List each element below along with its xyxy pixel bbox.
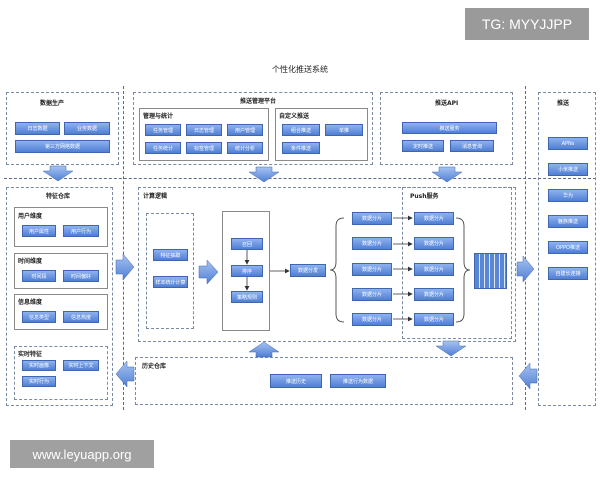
- user-dim-item-1: 用户属性: [22, 225, 56, 237]
- history-box: [135, 357, 513, 405]
- push-behavior-node: 推送行为数据: [330, 374, 386, 388]
- feature-store-box: [6, 187, 113, 406]
- user-dim-item-2: 用户行为: [63, 225, 99, 237]
- push-shard-2: 数据分片: [414, 237, 454, 250]
- channel-3: 华为: [548, 189, 588, 202]
- brace-dispatch: [329, 217, 345, 323]
- push-channels-box: [538, 92, 596, 406]
- push-service-box: [402, 187, 512, 339]
- watermark-top: TG: MYYJJPP: [465, 8, 589, 40]
- push-shard-3: 数据分片: [414, 263, 454, 276]
- push-platform-box: [133, 92, 373, 165]
- push-api-item-1: 推送服务: [402, 122, 497, 134]
- arrow-down-compute: [248, 166, 280, 183]
- push-api-label: 推送API: [435, 100, 459, 107]
- mgmt-item-4: 任务统计: [145, 142, 181, 154]
- time-dim-item-2: 时间偏好: [63, 270, 99, 282]
- mgmt-item-5: 标签管理: [186, 142, 222, 154]
- realtime-item-3: 实时行为: [22, 376, 56, 387]
- business-data-node: 业务数据: [64, 122, 110, 135]
- arrow-right-feature: [115, 253, 135, 281]
- channel-5: OPPO推送: [548, 241, 588, 254]
- info-dim-label: 信息维度: [18, 299, 43, 306]
- mgmt-item-6: 统计分析: [227, 142, 263, 154]
- feature-store-label: 特征仓库: [46, 193, 71, 200]
- push-api-item-2: 定时推送: [402, 140, 444, 152]
- history-label: 历史仓库: [142, 363, 167, 370]
- compute-shard-2: 数据分片: [352, 237, 392, 250]
- mgmt-item-3: 用户管理: [227, 124, 263, 136]
- push-shard-4: 数据分片: [414, 288, 454, 301]
- push-platform-label: 推送管理平台: [240, 98, 277, 105]
- message-queue-icon: [474, 253, 507, 289]
- channel-2: 小米推送: [548, 163, 588, 176]
- third-party-data-node: 第三方网络数据: [15, 140, 110, 153]
- custom-item-1: 组合推送: [282, 124, 320, 136]
- custom-item-2: 单推: [325, 124, 363, 136]
- log-data-node: 日志数据: [15, 122, 60, 135]
- realtime-item-1: 实时画像: [22, 360, 56, 371]
- push-shard-1: 数据分片: [414, 212, 454, 225]
- custom-push-label: 自定义推送: [279, 113, 310, 120]
- push-service-label: Push服务: [410, 193, 439, 200]
- compute-left-box: [146, 213, 194, 329]
- push-history-node: 推送历史: [270, 374, 322, 388]
- compute-box: [138, 187, 516, 342]
- mgmt-item-2: 日志管理: [186, 124, 222, 136]
- time-dim-label: 时间维度: [18, 258, 43, 265]
- compute-shard-1: 数据分片: [352, 212, 392, 225]
- sample-stats-node: 样本统计计算: [153, 276, 188, 288]
- strategy-node: 策略规则: [231, 291, 263, 303]
- realtime-item-2: 实时上下文: [63, 360, 99, 371]
- channel-1: APNs: [548, 137, 588, 150]
- data-production-label: 数据生产: [40, 100, 65, 107]
- feature-extract-node: 特征抽取: [153, 249, 188, 261]
- push-api-item-3: 消息查询: [450, 140, 494, 152]
- data-production-box: [6, 92, 119, 165]
- compute-label: 计算逻辑: [143, 193, 168, 200]
- realtime-box: [14, 346, 108, 400]
- rank-node: 排序: [231, 265, 263, 277]
- divider-right-vertical: [525, 86, 526, 410]
- custom-item-3: 条件推送: [282, 142, 320, 154]
- arrow-left-history: [115, 360, 135, 388]
- diagram-title: 个性化推送系统: [272, 65, 328, 74]
- watermark-bottom: www.leyuapp.org: [10, 440, 154, 468]
- compute-shard-5: 数据分片: [352, 313, 392, 326]
- arrow-down-push: [431, 166, 463, 183]
- realtime-label: 实时特征: [18, 351, 43, 358]
- arrow-right-extract: [198, 259, 219, 285]
- mgmt-stats-label: 管理与统计: [143, 113, 174, 120]
- divider-horizontal: [4, 178, 596, 179]
- divider-left-vertical: [123, 86, 124, 410]
- channel-4: 魅族推送: [548, 215, 588, 228]
- channel-6: 自建长连接: [548, 267, 588, 280]
- info-dim-item-1: 信息类型: [22, 311, 56, 323]
- user-dim-label: 用户维度: [18, 213, 43, 220]
- time-dim-item-1: 时间段: [22, 270, 56, 282]
- arrow-down-feature: [42, 165, 74, 182]
- recall-node: 召回: [231, 238, 263, 250]
- dispatch-node: 数据分发: [290, 264, 326, 277]
- push-shard-5: 数据分片: [414, 313, 454, 326]
- arrow-down-history: [435, 340, 467, 357]
- compute-shard-4: 数据分片: [352, 288, 392, 301]
- compute-shard-3: 数据分片: [352, 263, 392, 276]
- arrow-left-channels: [518, 362, 538, 390]
- info-dim-item-2: 信息热度: [63, 311, 99, 323]
- arrow-up-history: [248, 341, 280, 358]
- push-api-box: [380, 92, 513, 165]
- push-channels-label: 推送: [557, 100, 570, 107]
- mgmt-item-1: 任务管理: [145, 124, 181, 136]
- brace-queue: [455, 217, 471, 323]
- arrow-right-push: [516, 255, 535, 283]
